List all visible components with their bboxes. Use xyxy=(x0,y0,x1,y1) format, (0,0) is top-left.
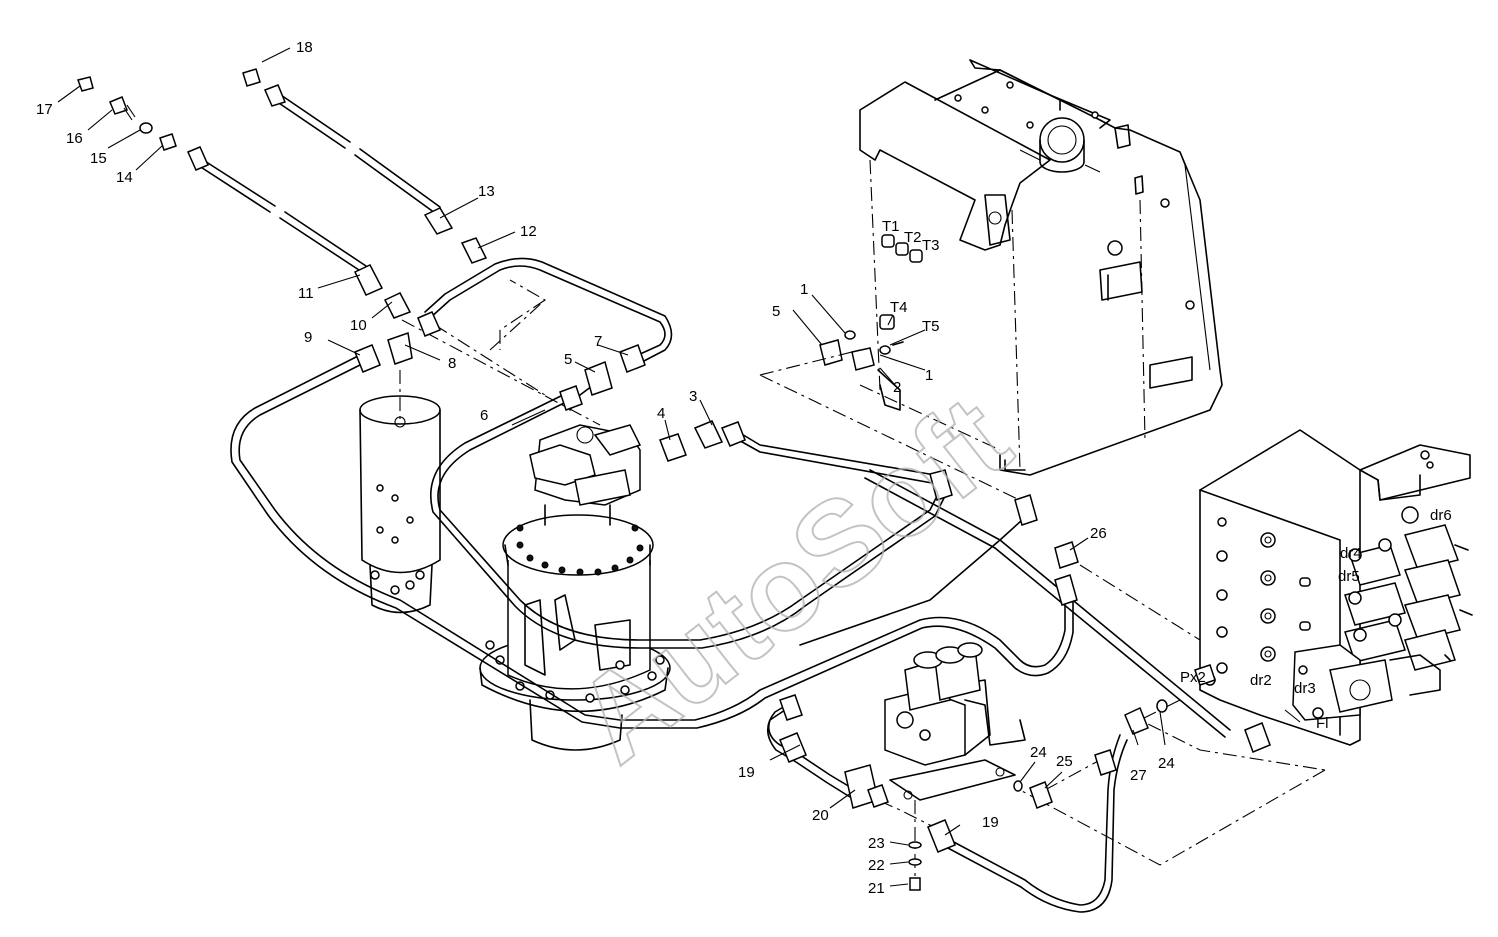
callout-24b: 24 xyxy=(1158,755,1175,772)
callout-26: 26 xyxy=(1090,525,1107,542)
callout-5b: 5 xyxy=(772,303,780,320)
callout-10: 10 xyxy=(350,317,367,334)
callout-2: 2 xyxy=(893,379,901,396)
callout-1a: 1 xyxy=(800,281,808,298)
callout-11: 11 xyxy=(298,285,314,302)
callout-27: 27 xyxy=(1130,767,1147,784)
callout-25: 25 xyxy=(1056,753,1073,770)
callout-20: 20 xyxy=(812,807,829,824)
callout-17: 17 xyxy=(36,101,53,118)
routing-centerlines xyxy=(401,279,1326,866)
pilot-solenoids xyxy=(1344,506,1473,671)
center-swivel-joint xyxy=(359,370,441,614)
callout-23: 23 xyxy=(868,835,885,852)
callout-24a: 24 xyxy=(1030,744,1047,761)
port-t1: T1 xyxy=(882,218,900,235)
callout-16: 16 xyxy=(66,130,83,147)
callout-4: 4 xyxy=(657,405,665,422)
swing-motor xyxy=(479,424,671,751)
callout-14: 14 xyxy=(116,169,133,186)
callout-3: 3 xyxy=(689,388,697,405)
port-dr6: dr6 xyxy=(1430,507,1452,524)
port-dr5: dr5 xyxy=(1338,568,1360,585)
callout-12: 12 xyxy=(520,223,537,240)
port-t5: T5 xyxy=(922,318,940,335)
main-control-valve xyxy=(1199,429,1473,746)
port-t4: T4 xyxy=(890,299,908,316)
port-dr4: dr4 xyxy=(1340,545,1362,562)
port-px2: Px2 xyxy=(1180,669,1206,686)
callout-15: 15 xyxy=(90,150,107,167)
port-t2: T2 xyxy=(904,229,922,246)
leader-lines xyxy=(57,47,1301,887)
callout-13: 13 xyxy=(478,183,495,200)
callout-1b: 1 xyxy=(925,367,933,384)
port-t3: T3 xyxy=(922,237,940,254)
solenoid-valve-block xyxy=(884,642,1026,880)
callout-18: 18 xyxy=(296,39,313,56)
callout-19b: 19 xyxy=(982,814,999,831)
port-dr2: dr2 xyxy=(1250,672,1272,689)
callout-7: 7 xyxy=(594,333,602,350)
port-fl: Fl xyxy=(1316,715,1329,732)
callout-8: 8 xyxy=(448,355,456,372)
callout-5a: 5 xyxy=(564,351,572,368)
port-labels: T1 T2 T3 T4 T5 dr6 dr5 dr4 dr3 dr2 Px2 F… xyxy=(882,218,1452,732)
port-dr3: dr3 xyxy=(1294,680,1316,697)
fittings xyxy=(77,68,1271,891)
callout-9: 9 xyxy=(304,329,312,346)
hoses-and-pipes xyxy=(192,90,1231,913)
callout-6: 6 xyxy=(480,407,488,424)
callout-19a: 19 xyxy=(738,764,755,781)
hydraulic-tank xyxy=(859,59,1223,476)
callout-22: 22 xyxy=(868,857,885,874)
callout-21: 21 xyxy=(868,880,885,897)
callout-labels: 17 16 15 14 18 13 12 11 10 9 8 7 5 6 4 3… xyxy=(36,39,1175,897)
